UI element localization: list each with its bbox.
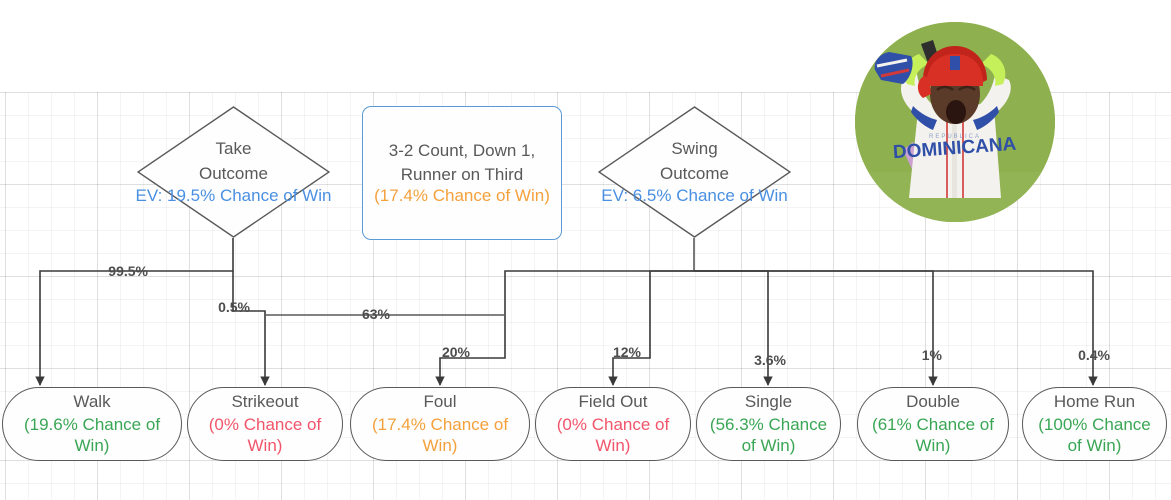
edge-swing-foul [435, 270, 694, 386]
edge-label-strikeout: 0.5% [218, 299, 250, 315]
node-outcome-walk[interactable]: Walk (19.6% Chance of Win) [2, 387, 182, 461]
player-illustration: DOMINICANA REPUBLICA [855, 22, 1055, 222]
node-outcome-field-out[interactable]: Field Out (0% Chance of Win) [535, 387, 691, 461]
outcome-value: (56.3% Chance of Win) [709, 415, 828, 456]
outcome-value: (0% Chance of Win) [556, 415, 670, 456]
edge-swing-homerun [694, 270, 1098, 386]
root-value: (17.4% Chance of Win) [374, 186, 550, 206]
outcome-value: (19.6% Chance of Win) [23, 415, 161, 456]
node-value: EV: 6.5% Chance of Win [601, 186, 788, 206]
edge-label-foul-branch: 63% [361, 306, 390, 322]
node-title-line2: Outcome [199, 163, 268, 183]
node-outcome-strikeout[interactable]: Strikeout (0% Chance of Win) [187, 387, 343, 461]
edge-label-field-out: 12% [612, 344, 641, 360]
outcome-label: Double [906, 392, 960, 412]
node-title-line1: Swing [671, 138, 718, 158]
node-outcome-home-run[interactable]: Home Run (100% Chance of Win) [1022, 387, 1167, 461]
node-outcome-single[interactable]: Single (56.3% Chance of Win) [696, 387, 841, 461]
diamond-shape [137, 106, 330, 238]
outcome-value: (0% Chance of Win) [208, 415, 322, 456]
node-title-line2: Outcome [660, 163, 729, 183]
edge-take-walk [35, 238, 234, 386]
outcome-label: Home Run [1053, 392, 1136, 412]
outcome-value: (17.4% Chance of Win) [371, 415, 509, 456]
svg-text:REPUBLICA: REPUBLICA [929, 134, 981, 140]
node-outcome-double[interactable]: Double (61% Chance of Win) [857, 387, 1009, 461]
edge-label-single: 3.6% [754, 352, 786, 368]
root-title-line1: 3-2 Count, Down 1, [388, 140, 536, 160]
node-title-line1: Take [215, 138, 252, 158]
baseball-player-photo: DOMINICANA REPUBLICA [855, 22, 1055, 222]
node-root-situation[interactable]: 3-2 Count, Down 1, Runner on Third (17.4… [362, 106, 562, 240]
node-swing-outcome[interactable]: Swing Outcome EV: 6.5% Chance of Win [598, 106, 791, 238]
root-title-line2: Runner on Third [400, 164, 524, 184]
edge-label-walk: 99.5% [108, 263, 148, 279]
edge-label-foul: 20% [441, 344, 470, 360]
outcome-label: Strikeout [231, 392, 299, 412]
node-value: EV: 19.5% Chance of Win [135, 186, 332, 206]
edge-take-strikeout [232, 271, 270, 386]
edge-label-home-run: 0.4% [1078, 347, 1110, 363]
edge-swing-double [694, 270, 938, 386]
outcome-value: (100% Chance of Win) [1038, 415, 1151, 456]
edge-swing-fieldout [608, 270, 694, 386]
node-take-outcome[interactable]: Take Outcome EV: 19.5% Chance of Win [135, 106, 332, 238]
outcome-label: Single [744, 392, 793, 412]
outcome-value: (61% Chance of Win) [872, 415, 994, 456]
outcome-label: Foul [423, 392, 457, 412]
outcome-label: Field Out [578, 392, 648, 412]
diamond-shape [598, 106, 791, 238]
node-outcome-foul[interactable]: Foul (17.4% Chance of Win) [350, 387, 530, 461]
outcome-label: Walk [73, 392, 111, 412]
edge-label-double: 1% [921, 347, 942, 363]
